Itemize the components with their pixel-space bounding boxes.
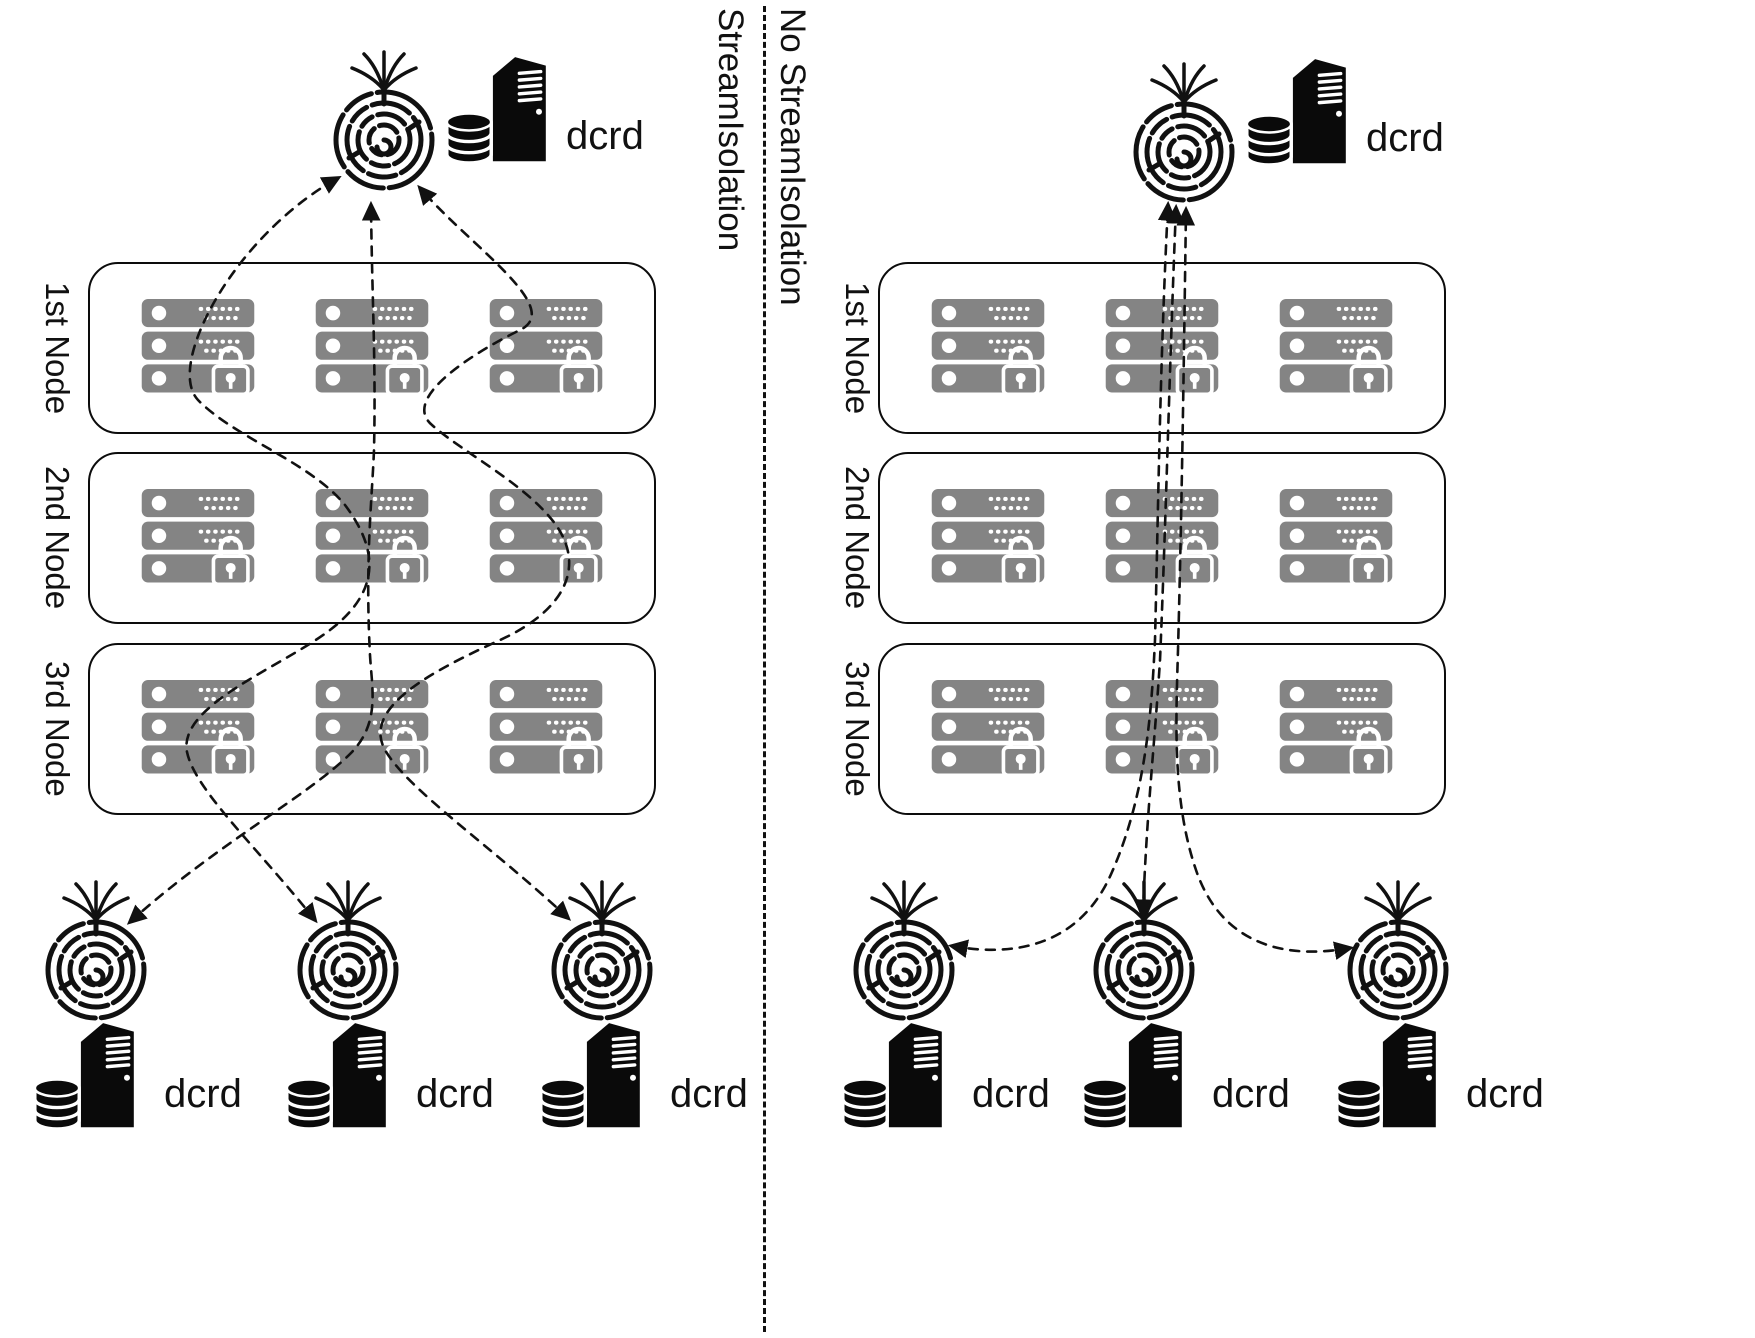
tor-onion-icon — [1342, 878, 1454, 1022]
tor-relay-icon — [1277, 297, 1395, 399]
tor-relay-icon — [1103, 678, 1221, 780]
tor-onion-icon — [40, 878, 152, 1022]
tor-relay-icon — [1103, 297, 1221, 399]
dcrd-server-icon — [1240, 52, 1368, 172]
node-box-3rd — [88, 643, 656, 815]
dcrd-label: dcrd — [1212, 1072, 1290, 1116]
dcrd-label: dcrd — [670, 1072, 748, 1116]
node-box-2nd — [878, 452, 1446, 624]
tor-relay-icon — [487, 678, 605, 780]
dcrd-label: dcrd — [164, 1072, 242, 1116]
tor-relay-icon — [1103, 487, 1221, 589]
dcrd-label: dcrd — [972, 1072, 1050, 1116]
tor-relay-icon — [487, 487, 605, 589]
dcrd-server-icon — [836, 1016, 964, 1136]
tor-relay-icon — [1277, 678, 1395, 780]
tor-relay-icon — [313, 297, 431, 399]
node-box-3rd — [878, 643, 1446, 815]
tor-relay-icon — [313, 678, 431, 780]
dcrd-server-icon — [440, 50, 568, 170]
tor-relay-icon — [929, 678, 1047, 780]
tor-relay-icon — [139, 487, 257, 589]
dcrd-server-icon — [1330, 1016, 1458, 1136]
node-label-2nd: 2nd Node — [839, 466, 876, 610]
dcrd-server-icon — [28, 1016, 156, 1136]
dcrd-label: dcrd — [1466, 1072, 1544, 1116]
tor-onion-icon — [1128, 60, 1240, 204]
tor-relay-icon — [313, 487, 431, 589]
dcrd-server-icon — [534, 1016, 662, 1136]
node-label-3rd: 3rd Node — [839, 661, 876, 797]
node-label-3rd: 3rd Node — [39, 661, 76, 797]
dcrd-label: dcrd — [416, 1072, 494, 1116]
tor-onion-icon — [1088, 878, 1200, 1022]
node-box-1st — [88, 262, 656, 434]
section-label-no-stream-isolation: No StreamIsolation — [773, 8, 812, 306]
tor-relay-icon — [487, 297, 605, 399]
node-label-1st: 1st Node — [839, 281, 876, 415]
node-label-1st: 1st Node — [39, 281, 76, 415]
tor-relay-icon — [1277, 487, 1395, 589]
dcrd-server-icon — [280, 1016, 408, 1136]
tor-onion-icon — [292, 878, 404, 1022]
node-box-2nd — [88, 452, 656, 624]
dcrd-label: dcrd — [1366, 116, 1444, 160]
section-label-stream-isolation: StreamIsolation — [711, 8, 750, 252]
panel-divider-dashed-line — [763, 6, 766, 1332]
tor-relay-icon — [139, 678, 257, 780]
node-box-1st — [878, 262, 1446, 434]
dcrd-server-icon — [1076, 1016, 1204, 1136]
tor-relay-icon — [929, 487, 1047, 589]
tor-onion-icon — [848, 878, 960, 1022]
tor-onion-icon — [546, 878, 658, 1022]
node-label-2nd: 2nd Node — [39, 466, 76, 610]
dcrd-label: dcrd — [566, 114, 644, 158]
tor-relay-icon — [139, 297, 257, 399]
tor-relay-icon — [929, 297, 1047, 399]
tor-onion-icon — [328, 48, 440, 192]
